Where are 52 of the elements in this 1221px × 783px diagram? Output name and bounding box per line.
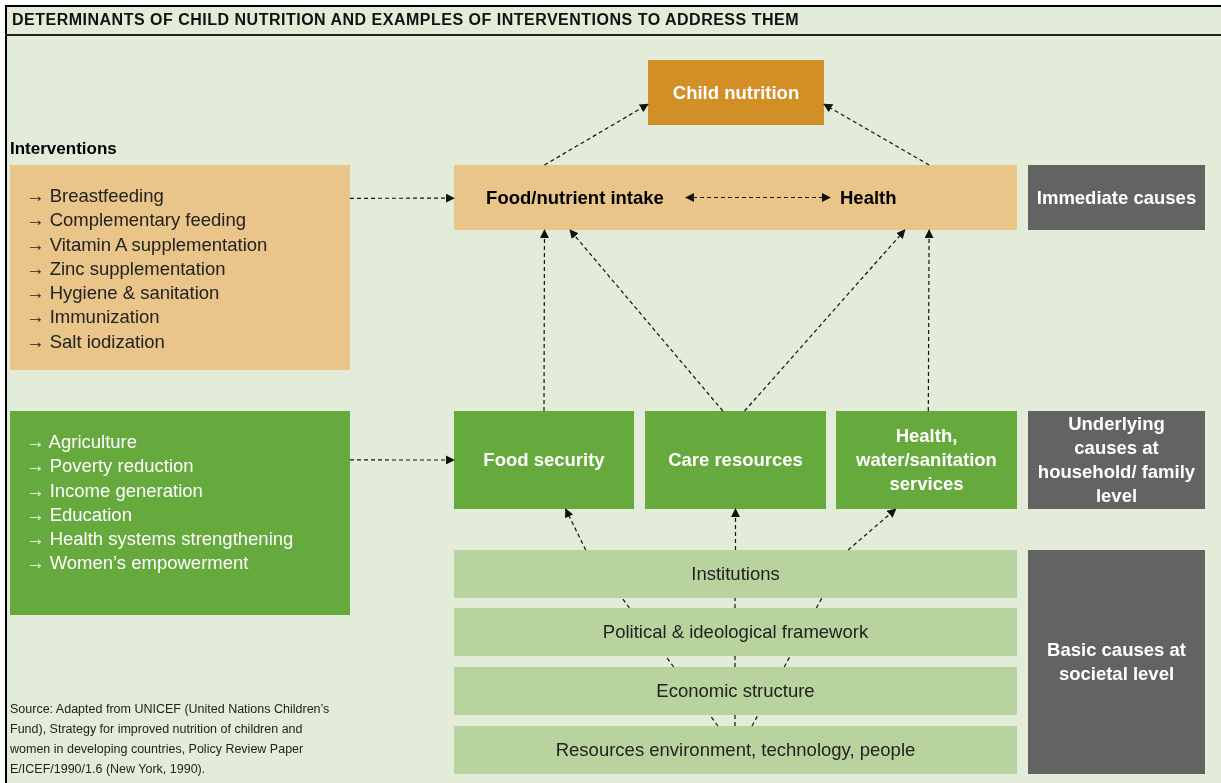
cause-label: Food/nutrient intake	[454, 165, 686, 230]
arrow	[349, 193, 455, 203]
arrow	[349, 455, 455, 465]
cause-band	[454, 726, 1017, 774]
box-label: Political & ideological framework	[601, 620, 870, 644]
level-label-box	[1028, 165, 1205, 230]
box-label: Resources environment, technology, people	[554, 738, 917, 762]
box-label: Health, water/sanitation services	[855, 424, 998, 496]
box-label: Care resources	[667, 448, 804, 472]
arrow	[731, 508, 740, 551]
diagram-title: DETERMINANTS OF CHILD NUTRITION AND EXAMPLES OF INTERVENTIONS TO ADDRESS THEM	[12, 10, 799, 30]
arrow	[565, 508, 587, 551]
list-item: → Agriculture	[26, 430, 139, 454]
cause-band	[454, 165, 1017, 230]
cause-box	[645, 411, 826, 509]
cause-band	[454, 550, 1017, 598]
list-item: → Salt iodization	[26, 329, 166, 354]
cause-band	[454, 667, 1017, 715]
level-label-box	[1028, 550, 1205, 774]
box-label: Institutions	[690, 562, 781, 586]
list-item: → Breastfeeding	[26, 184, 165, 208]
outcome-box	[648, 60, 824, 125]
list-item: → Hygiene & sanitation	[26, 281, 221, 306]
box-label: Food security	[482, 448, 606, 472]
arrow	[539, 229, 549, 412]
cause-label: Health	[830, 165, 1017, 230]
arrow	[569, 229, 724, 412]
cause-box	[454, 411, 634, 509]
list-item: → Education	[26, 502, 133, 527]
section-heading: Interventions	[10, 138, 118, 160]
list-item: → Poverty reduction	[26, 454, 195, 479]
arrow	[743, 229, 906, 412]
list-item: → Income generation	[26, 478, 204, 503]
box-label: Economic structure	[655, 679, 816, 703]
box-label: Child nutrition	[671, 80, 801, 105]
list-item: → Vitamin A supplementation	[26, 232, 269, 257]
arrow	[847, 508, 897, 551]
list-item: → Complementary feeding	[26, 208, 248, 233]
list-item: → Health systems strengthening	[26, 527, 295, 552]
box-label: Underlying causes at household/ family level	[1036, 412, 1197, 508]
cause-box	[836, 411, 1017, 509]
cause-band	[454, 608, 1017, 656]
source-note: Source: Adapted from UNICEF (United Nations Children’s Fund), Strategy for improved nutrition of children and women in developing countries, Policy Review Paper E/ICEF/1990/1.6 (New York, 1990).	[10, 701, 331, 778]
list-item: → Women’s empowerment	[26, 551, 250, 576]
box-label: Basic causes at societal level	[1046, 638, 1187, 686]
list-item: → Immunization	[26, 305, 161, 330]
arrow	[823, 103, 930, 166]
arrow	[924, 229, 934, 412]
list-item: → Zinc supplementation	[26, 256, 227, 281]
box-label: Immediate causes	[1035, 185, 1198, 210]
arrow	[543, 103, 649, 166]
arrow	[685, 193, 831, 202]
